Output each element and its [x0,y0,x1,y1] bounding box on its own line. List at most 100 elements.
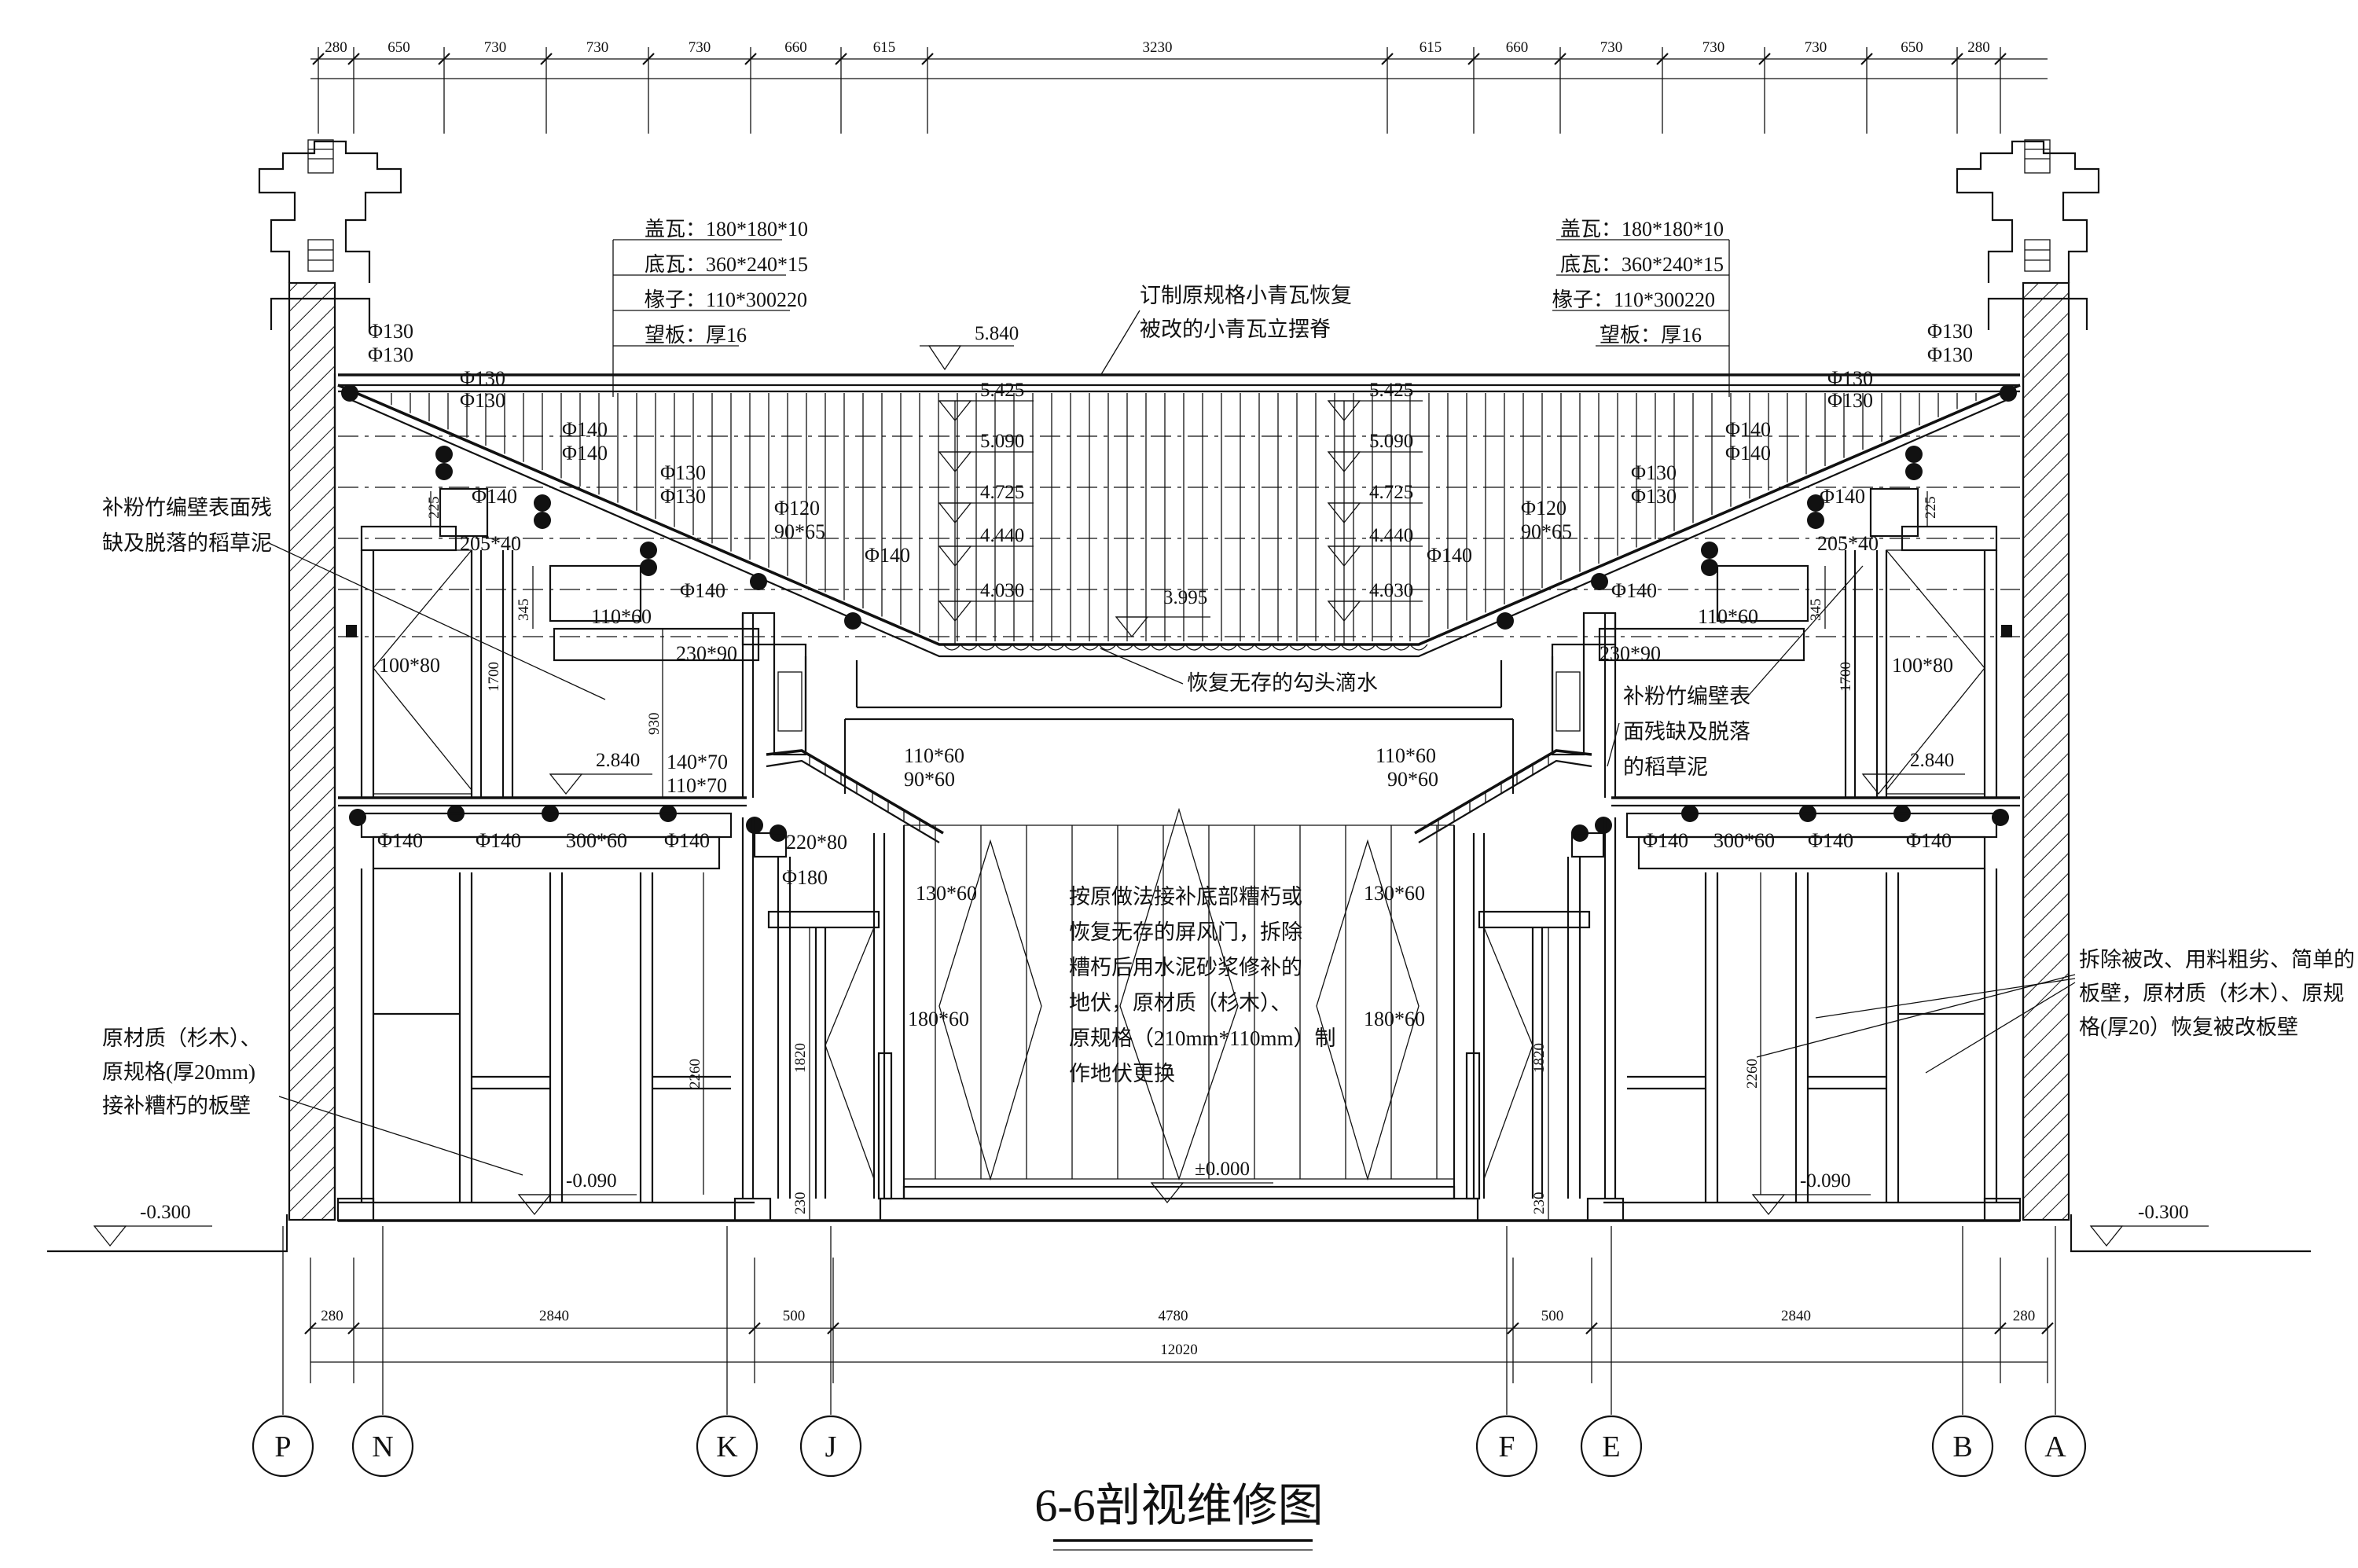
eave-drip-tile [942,644,961,651]
top-dim-value: 730 [1702,39,1725,56]
axis-bubble-a [2024,1415,2087,1478]
eave-drip-tile [1185,644,1203,651]
note-board-right-line2: 板壁，原材质（杉木）、原规 [2079,982,2345,1005]
top-dim-value: 730 [586,39,609,56]
level-2840-right: 2.840 [1910,750,1954,771]
purlin-section [534,494,551,512]
eave-drip-tile [1115,644,1134,651]
label-d140-left-a1: Φ140 [562,418,608,441]
label-d140-left-d: Φ140 [680,579,725,602]
roof-spec-cap-tile-left: 盖瓦：180*180*10 [645,218,808,241]
purlin-section [1591,573,1608,590]
top-dim-value: 650 [1901,39,1923,56]
bottom-dim-value: 4780 [1159,1308,1188,1324]
axis-bubble-k [696,1415,758,1478]
note-board-left-line3: 接补糟朽的板壁 [102,1094,251,1118]
label-90x65-right: 90*65 [1521,520,1572,543]
label-230x90-left: 230*90 [676,642,737,665]
level-ridge: 5.840 [975,323,1019,344]
level-4725: 4.725 [1369,482,1413,503]
purlin-section [1807,512,1824,529]
level-4440: 4.440 [980,525,1024,546]
note-center-line4: 地伏，原材质（杉木）、 [1069,991,1292,1015]
top-dim-value: 730 [689,39,711,56]
bottom-dim-slash [748,1322,761,1335]
level-5090: 5.090 [1369,431,1413,452]
eave-drip-tile [1375,644,1394,651]
axis-bubble-p [252,1415,314,1478]
note-center-line1: 按原做法接补底部糟朽或 [1069,885,1302,909]
roof-spec-rafter-left: 椽子：110*300220 [645,288,807,311]
purlin-section [1595,817,1612,834]
note-center-line2: 恢复无存的屏风门，拆除 [1069,920,1302,944]
gable-wall-right [1956,139,2100,1221]
top-dim-slash [1951,53,1963,65]
bottom-dim-slash [304,1322,317,1335]
roof-spec-bottom-tile-right: 底瓦：360*240*15 [1560,253,1724,276]
bottom-dim-slash [1994,1322,2007,1335]
bottom-dim-slash [347,1322,360,1335]
eave-drip-tile [1202,644,1221,651]
axis-bubble-j [799,1415,862,1478]
top-dim-slash [744,53,757,65]
label-90x65-left: 90*65 [774,520,825,543]
h-1700-right: 1700 [1838,662,1854,692]
top-dim-slash [1381,53,1394,65]
eave-drip-tile [1098,644,1117,651]
h-225-left: 225 [426,497,443,520]
eave-drip-tile [1029,644,1048,651]
level-4725: 4.725 [980,482,1024,503]
purlins [341,384,2017,842]
level-4030: 4.030 [1369,580,1413,601]
purlin-section [1701,559,1718,576]
label-d130-wall-right-1: Φ130 [1927,320,1973,343]
bottom-dim-slash [2041,1322,2054,1335]
dimension-total: 12020 [1160,1342,1198,1358]
label-d140-floor-r2: Φ140 [1808,829,1853,852]
label-110x60-right: 110*60 [1698,605,1758,628]
level-5090: 5.090 [980,431,1024,452]
top-dim-slash [1758,53,1771,65]
note-mud-right-line2: 面残缺及脱落 [1623,720,1750,744]
roof-spec-board-left: 望板：厚16 [645,324,747,347]
note-mud-left-line2: 缺及脱落的稻草泥 [102,531,272,555]
label-d140-floor-l3: Φ140 [664,829,710,852]
height-dimensions: 225 345 1700 930 2260 1820 230 225 345 1… [426,491,1939,1221]
eave-drip-tile [1133,644,1151,651]
label-220x80: 220*80 [786,831,847,854]
h-225-right: 225 [1923,497,1939,520]
label-d140-floor-r3: Φ140 [1906,829,1952,852]
top-dim-slash [1656,53,1669,65]
purlin-section [534,512,551,529]
note-mud-right-line3: 的稻草泥 [1623,755,1708,779]
purlin-section [435,463,453,480]
note-center-line3: 糟朽后用水泥砂浆修补的 [1069,956,1302,979]
gable-wall-left [258,139,402,1221]
label-180x60-left: 180*60 [908,1008,969,1030]
eave-drip-tile [960,644,979,651]
label-90x60-corridor-right: 90*60 [1387,768,1438,791]
purlin-section [1905,446,1923,463]
axis-label-n: N [372,1430,393,1463]
level-5425: 5.425 [1369,380,1413,401]
level-room-right: -0.090 [1800,1170,1851,1192]
level-2840-left: 2.840 [596,750,640,771]
top-dim-value: 3230 [1143,39,1173,56]
label-d130-left-mid-1: Φ130 [660,461,706,484]
top-dim-slash [835,53,847,65]
eave-drip-tile [1012,644,1030,651]
bottom-dim-value: 280 [321,1308,343,1324]
label-110x60-corridor-right: 110*60 [1376,744,1436,767]
label-d140-right-a1: Φ140 [1725,418,1771,441]
note-eave-drip: 恢复无存的勾头滴水 [1187,671,1378,695]
level-room-left: -0.090 [566,1170,617,1192]
purlin-section [844,612,861,630]
label-205x40-left: 205*40 [460,532,521,555]
label-110x70: 110*70 [667,774,727,797]
label-d130-left-mid-2: Φ130 [660,485,706,508]
purlin-section [750,573,767,590]
eave-drip-tile [1150,644,1169,651]
level-floor: ±0.000 [1195,1159,1250,1180]
roof-spec-left: 盖瓦：180*180*10 底瓦：360*240*15 椽子：110*30022… [612,218,808,397]
top-dim-value: 730 [1805,39,1827,56]
